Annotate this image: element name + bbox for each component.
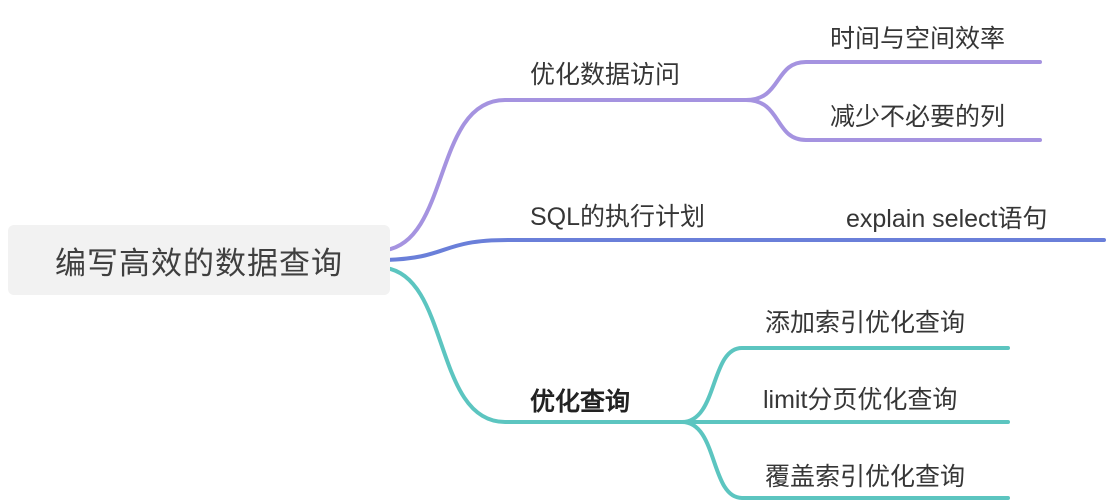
root-node[interactable]: 编写高效的数据查询 (8, 225, 390, 295)
node-covering-index-optimize[interactable]: 覆盖索引优化查询 (765, 463, 966, 491)
node-reduce-unnecessary-columns[interactable]: 减少不必要的列 (830, 103, 1006, 131)
node-optimize-data-access[interactable]: 优化数据访问 (530, 61, 681, 89)
edge-optimize-query-to-covering-index (680, 420, 1010, 500)
edge-optimize-data-access-to-time-space (744, 60, 1042, 102)
edge-root-to-optimize-data-access (384, 98, 754, 252)
node-explain-select[interactable]: explain select语句 (846, 205, 1048, 233)
node-sql-execution-plan[interactable]: SQL的执行计划 (530, 203, 706, 231)
edge-optimize-query-to-add-index (680, 346, 1010, 424)
node-add-index-optimize[interactable]: 添加索引优化查询 (765, 309, 966, 337)
node-time-space-efficiency[interactable]: 时间与空间效率 (830, 25, 1006, 53)
node-optimize-query[interactable]: 优化查询 (530, 388, 631, 416)
edge-optimize-data-access-to-reduce-columns (744, 98, 1042, 142)
node-limit-paging-optimize[interactable]: limit分页优化查询 (763, 386, 958, 414)
edge-root-to-sql-execution-plan (384, 238, 1106, 262)
edge-root-to-optimize-query (384, 266, 690, 424)
